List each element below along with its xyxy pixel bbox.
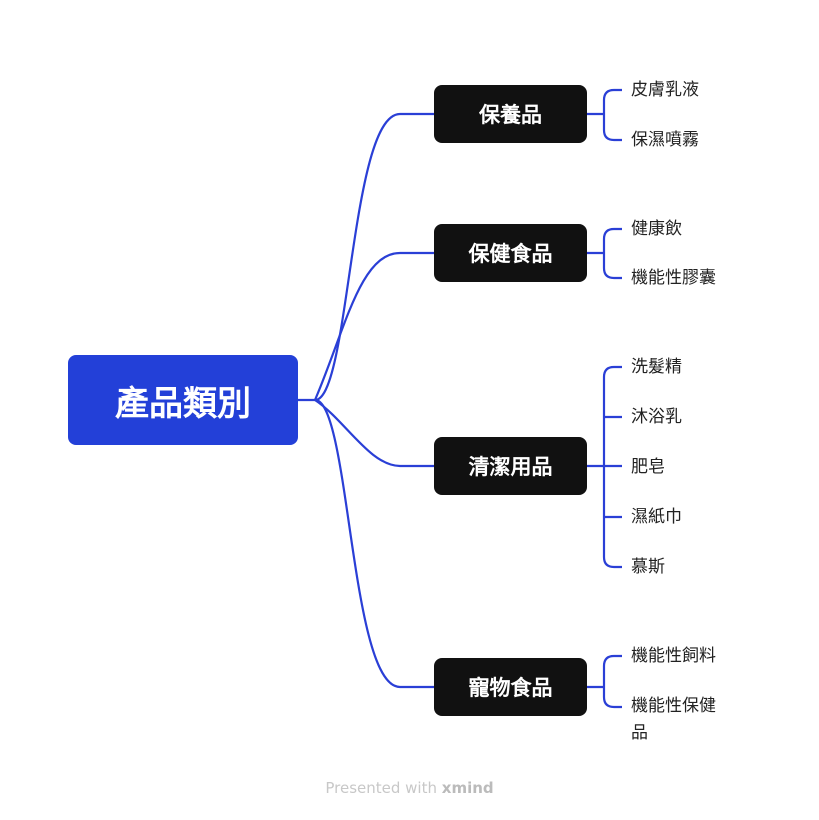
subtopic[interactable]: 保濕噴霧	[631, 130, 699, 150]
subtopic[interactable]: 濕紙巾	[631, 507, 682, 527]
subtopic[interactable]: 機能性膠囊	[631, 268, 716, 288]
bracket	[587, 654, 622, 709]
connector	[313, 251, 434, 401]
subtopic[interactable]: 機能性飼料	[631, 646, 716, 666]
footer-credit: Presented with xmind	[0, 779, 819, 797]
subtopic[interactable]: 肥皂	[631, 457, 665, 477]
subtopic[interactable]: 沐浴乳	[631, 407, 682, 427]
subtopic[interactable]: 皮膚乳液	[631, 80, 699, 100]
branch-topic[interactable]: 寵物食品	[434, 658, 587, 716]
branch-topic[interactable]: 保養品	[434, 85, 587, 143]
connector	[314, 398, 434, 689]
subtopic[interactable]: 健康飲	[631, 219, 682, 239]
root-topic[interactable]: 產品類別	[68, 355, 298, 445]
subtopic[interactable]: 洗髮精	[631, 357, 682, 377]
subtopic[interactable]: 慕斯	[631, 557, 665, 577]
branch-topic[interactable]: 保健食品	[434, 224, 587, 282]
xmind-logo: xmind	[441, 779, 494, 797]
bracket	[587, 88, 622, 142]
bracket	[587, 227, 622, 280]
bracket	[587, 365, 622, 569]
footer-prefix: Presented with	[325, 779, 437, 797]
connector	[298, 112, 434, 402]
subtopic[interactable]: 機能性保健品	[631, 696, 716, 743]
branch-topic[interactable]: 清潔用品	[434, 437, 587, 495]
